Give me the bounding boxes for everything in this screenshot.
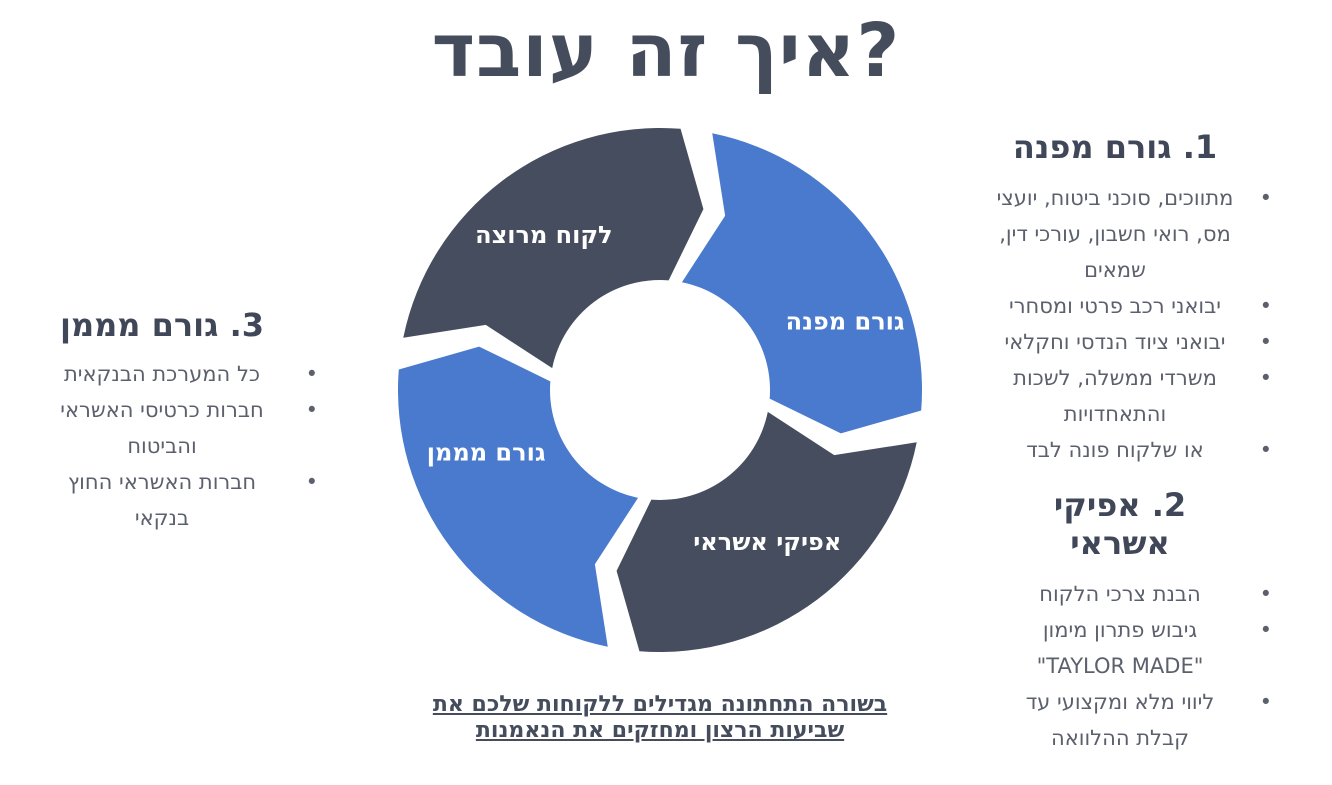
segment-funder-label: גורם מממן bbox=[427, 438, 546, 466]
segment-referrer bbox=[681, 133, 922, 434]
segment-credit-label: אפיקי אשראי bbox=[693, 528, 841, 556]
footer-line-1: בשורה התחתונה מגדילים ללקוחות שלכם את bbox=[432, 692, 888, 717]
list-item: חברות האשראי החוץ בנקאי bbox=[38, 464, 318, 536]
segment-funder bbox=[398, 346, 639, 647]
list-item: חברות כרטיסי האשראי והביטוח bbox=[38, 392, 318, 464]
segment-client-label: לקוח מרוצה bbox=[475, 221, 612, 249]
section-funder-list: כל המערכת הבנקאית חברות כרטיסי האשראי וה… bbox=[38, 356, 318, 536]
list-item: או שלקוח פונה לבד bbox=[990, 432, 1272, 468]
list-item: ליווי מלא ומקצועי עד קבלת ההלוואה bbox=[1000, 684, 1272, 756]
list-item: יבואני רכב פרטי ומסחרי bbox=[990, 288, 1272, 324]
list-item: משרדי ממשלה, לשכות והתאחדויות bbox=[990, 360, 1272, 432]
section-funder-heading: 3. גורם מממן bbox=[60, 306, 264, 344]
page-title: איך זה עובד? bbox=[431, 8, 901, 94]
segment-client bbox=[403, 128, 704, 369]
list-item: כל המערכת הבנקאית bbox=[38, 356, 318, 392]
footer-line-2: שביעות הרצון ומחזקים את הנאמנות bbox=[475, 718, 845, 743]
section-referrer-heading: 1. גורם מפנה bbox=[1012, 128, 1218, 166]
section-referrer: 1. גורם מפנה מתווכים, סוכני ביטוח, יועצי… bbox=[990, 128, 1272, 468]
section-credit-list: הבנת צרכי הלקוח גיבוש פתרון מימון "TAYLO… bbox=[1000, 576, 1272, 756]
segment-referrer-label: גורם מפנה bbox=[786, 308, 905, 336]
list-item: גיבוש פתרון מימון "TAYLOR MADE" bbox=[1000, 612, 1272, 684]
section-credit-channels: 2. אפיקי אשראי הבנת צרכי הלקוח גיבוש פתר… bbox=[1000, 486, 1272, 756]
list-item: הבנת צרכי הלקוח bbox=[1000, 576, 1272, 612]
section-referrer-list: מתווכים, סוכני ביטוח, יועצי מס, רואי חשב… bbox=[990, 180, 1272, 468]
footer-note: בשורה התחתונה מגדילים ללקוחות שלכם את שב… bbox=[380, 692, 940, 744]
section-credit-heading: 2. אפיקי אשראי bbox=[1053, 486, 1187, 562]
cycle-diagram: גורם מפנה אפיקי אשראי גורם מממן לקוח מרוצה bbox=[398, 128, 922, 652]
segment-credit bbox=[616, 411, 917, 652]
section-funder: 3. גורם מממן כל המערכת הבנקאית חברות כרט… bbox=[38, 306, 318, 536]
list-item: מתווכים, סוכני ביטוח, יועצי מס, רואי חשב… bbox=[990, 180, 1272, 288]
list-item: יבואני ציוד הנדסי וחקלאי bbox=[990, 324, 1272, 360]
